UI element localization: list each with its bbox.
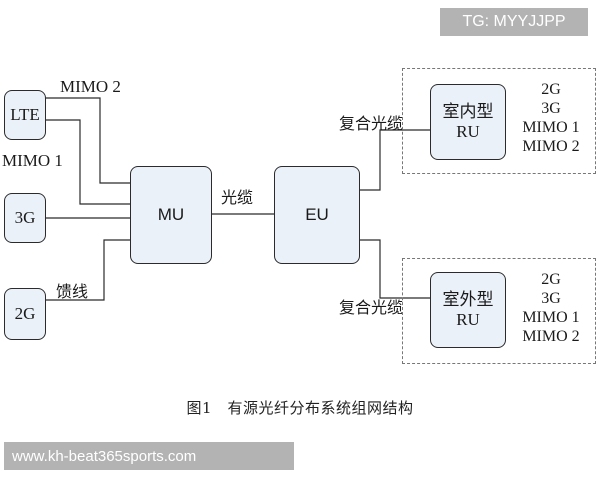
composite-fiber-bottom-label: 复合光缆 xyxy=(339,298,404,317)
figure-caption: 图1 有源光纤分布系统组网结构 xyxy=(186,399,414,417)
outdoor-spec-mimo2: MIMO 2 xyxy=(522,328,580,345)
outdoor-ru-name: RU xyxy=(456,310,480,329)
lte-mimo2-link xyxy=(46,97,130,184)
mimo2-label: MIMO 2 xyxy=(60,77,121,96)
eu-indoor-ru-link xyxy=(360,129,430,191)
outdoor-spec-3g: 3G xyxy=(541,290,561,307)
eu-outdoor-ru-link xyxy=(360,239,430,299)
outdoor-spec-2g: 2G xyxy=(541,271,561,288)
outdoor-spec-mimo1: MIMO 1 xyxy=(522,309,580,326)
indoor-ru-node: 室内型 RU xyxy=(430,84,506,160)
eu-label: EU xyxy=(305,204,329,224)
g3-label: 3G xyxy=(14,207,36,227)
mimo1-label: MIMO 1 xyxy=(2,151,63,170)
g2-node: 2G xyxy=(4,288,46,340)
fiber-label: 光缆 xyxy=(221,188,254,207)
lte-label: LTE xyxy=(10,104,40,124)
g3-node: 3G xyxy=(4,193,46,243)
mu-node: MU xyxy=(130,166,212,264)
lte-mimo1-link xyxy=(46,119,130,205)
lte-node: LTE xyxy=(4,90,46,140)
watermark-url-bar: www.kh-beat365sports.com xyxy=(4,442,294,470)
outdoor-ru-specs: 2G 3G MIMO 1 MIMO 2 xyxy=(508,270,594,346)
eu-node: EU xyxy=(274,166,360,264)
indoor-spec-2g: 2G xyxy=(541,81,561,98)
indoor-ru-specs: 2G 3G MIMO 1 MIMO 2 xyxy=(508,80,594,156)
feeder-label: 馈线 xyxy=(56,282,89,301)
indoor-spec-3g: 3G xyxy=(541,100,561,117)
indoor-ru-type: 室内型 xyxy=(442,101,494,121)
outdoor-ru-node: 室外型 RU xyxy=(430,272,506,348)
g2-feeder-link xyxy=(46,239,130,301)
g2-label: 2G xyxy=(14,303,36,323)
composite-fiber-top-label: 复合光缆 xyxy=(339,114,404,133)
indoor-spec-mimo1: MIMO 1 xyxy=(522,119,580,136)
mu-label: MU xyxy=(157,204,185,224)
outdoor-ru-type: 室外型 xyxy=(442,289,494,309)
outdoor-ru-group xyxy=(402,258,596,364)
indoor-ru-name: RU xyxy=(456,122,480,141)
watermark-top-badge: TG: MYYJJPP xyxy=(440,8,588,36)
indoor-spec-mimo2: MIMO 2 xyxy=(522,138,580,155)
indoor-ru-group xyxy=(402,68,596,174)
